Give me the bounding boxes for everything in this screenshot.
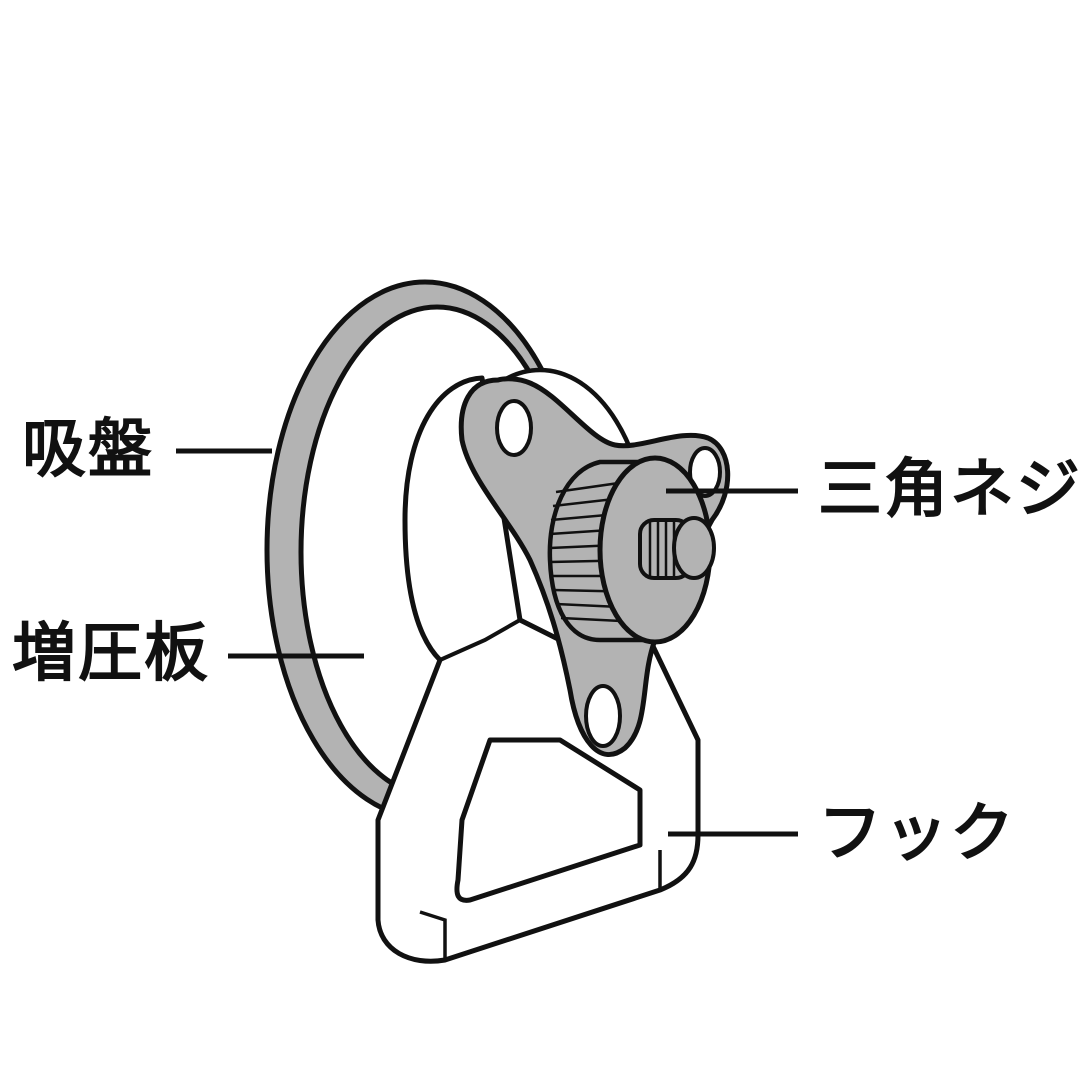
hook	[375, 375, 701, 964]
label-triangle-screw: 三角ネジ	[818, 453, 1080, 527]
triangle-screw	[638, 516, 716, 580]
label-pressure-plate: 増圧板	[12, 617, 210, 691]
knurled-knob	[547, 455, 713, 645]
leader-lines	[176, 448, 798, 837]
label-suction-cup: 吸盤	[22, 413, 154, 487]
label-hook: フック	[818, 797, 1016, 871]
